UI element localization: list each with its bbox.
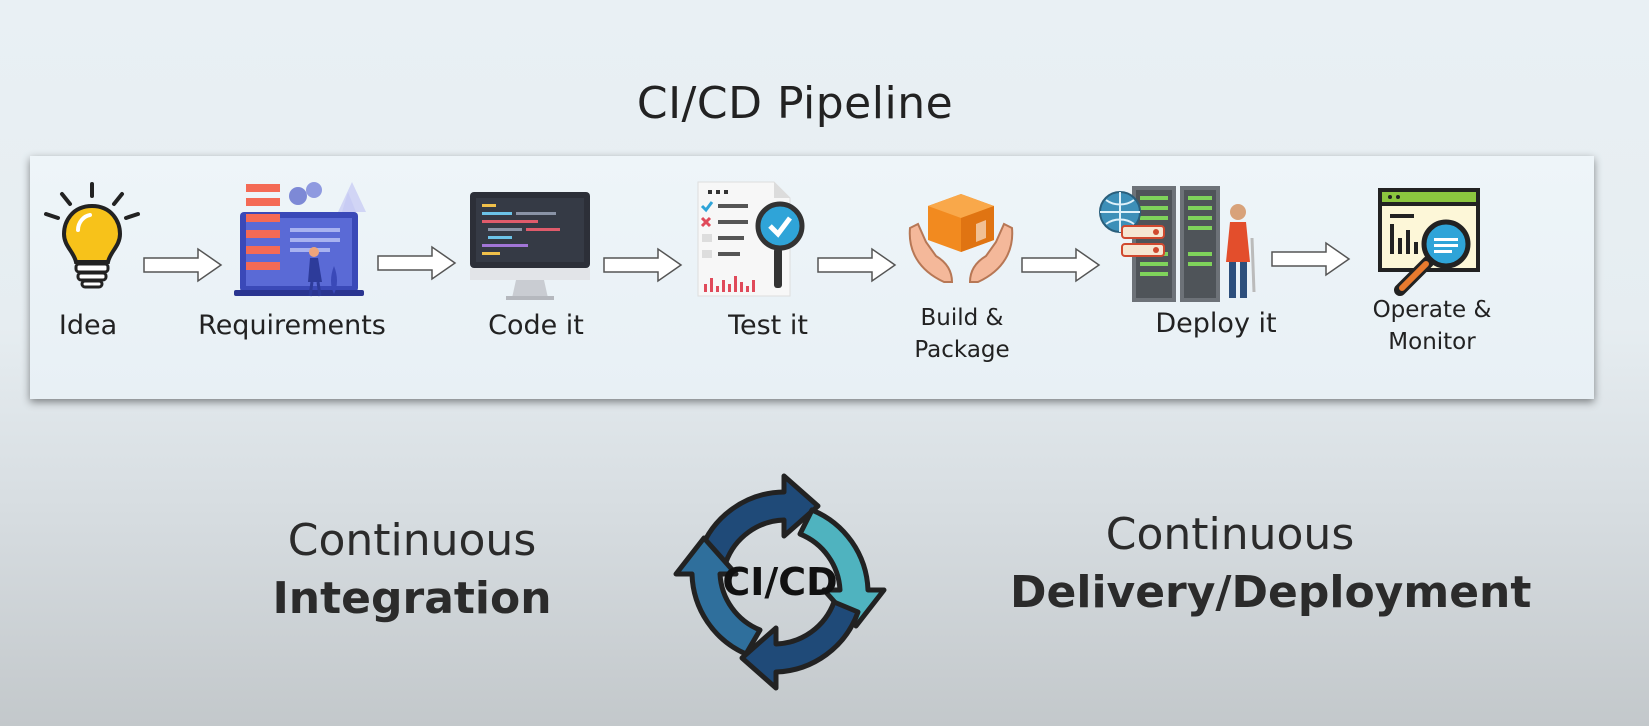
cicd-cycle: CI/CD	[660, 462, 900, 702]
step-label-idea: Idea	[58, 310, 118, 341]
step-deploy-it: Deploy it	[1098, 156, 1288, 399]
continuous-delivery-line1: Continuous	[1105, 509, 1355, 560]
arrow-icon	[377, 245, 457, 281]
cycle-arrows-icon	[673, 473, 887, 691]
step-label-requirements: Requirements	[198, 310, 386, 341]
arrow-icon	[1271, 241, 1351, 277]
continuous-integration-text: Continuous Integration	[262, 512, 562, 628]
continuous-delivery-text: Continuous Delivery/Deployment	[1010, 506, 1532, 622]
step-requirements: Requirements	[198, 156, 430, 399]
package-hands-icon	[908, 194, 1014, 283]
lightbulb-icon	[44, 182, 140, 289]
test-checklist-icon	[697, 181, 805, 297]
continuous-integration-line2: Integration	[272, 573, 552, 624]
arrow-icon	[817, 247, 897, 283]
code-monitor-icon	[470, 192, 590, 300]
continuous-delivery-line2: Delivery/Deployment	[1010, 567, 1532, 618]
step-operate-monitor: Operate & Monitor	[1360, 156, 1550, 399]
pipeline-panel: Idea Requirements	[30, 156, 1594, 399]
step-label-build-package: Build & Package	[914, 305, 1010, 363]
step-test-it: Test it	[680, 156, 860, 399]
step-build-package: Build & Package	[890, 156, 1050, 399]
page-title: CI/CD Pipeline	[636, 78, 954, 129]
continuous-integration-line1: Continuous	[287, 515, 537, 566]
step-label-code-it: Code it	[488, 310, 584, 341]
step-label-operate-monitor: Operate & Monitor	[1372, 297, 1492, 355]
arrow-icon	[143, 247, 223, 283]
cycle-label: CI/CD	[722, 560, 838, 604]
monitor-magnifier-icon	[1378, 188, 1480, 296]
requirements-illustration-icon	[234, 182, 366, 297]
arrow-icon	[1021, 247, 1101, 283]
step-label-test-it: Test it	[728, 310, 808, 341]
step-code-it: Code it	[450, 156, 630, 399]
step-idea: Idea	[30, 156, 160, 399]
arrow-icon	[603, 247, 683, 283]
server-deploy-icon	[1099, 186, 1256, 302]
step-label-deploy-it: Deploy it	[1155, 308, 1277, 339]
